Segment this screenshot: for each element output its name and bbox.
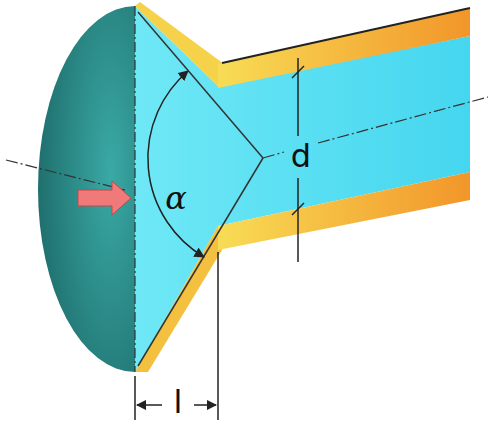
extension-line: [134, 376, 136, 420]
dimension-line: [297, 178, 299, 262]
axis-line: [6, 160, 125, 190]
axis-line: [263, 152, 284, 158]
cone-line: [138, 12, 263, 158]
axis-line: [318, 97, 488, 143]
cone-section: [135, 6, 470, 372]
angle-label: α: [165, 182, 187, 214]
extension-line: [217, 252, 219, 420]
cone-line: [138, 158, 263, 366]
dimension-tick: [292, 203, 304, 215]
cone-wall: [135, 2, 224, 86]
pipe-wall: [218, 172, 470, 250]
dimension-line: [194, 404, 216, 406]
angle-arc: [148, 71, 204, 257]
dimension-label: l: [174, 386, 183, 418]
dimension-line: [137, 404, 162, 406]
pipe-edge: [222, 8, 470, 63]
center-line: [134, 6, 135, 372]
dimension-tick: [292, 66, 304, 78]
pipe-wall: [218, 8, 470, 88]
dimension-label: d: [291, 140, 311, 172]
flow-arrow: [78, 181, 131, 215]
dimension-line: [297, 58, 299, 136]
disk-face: [38, 6, 135, 372]
